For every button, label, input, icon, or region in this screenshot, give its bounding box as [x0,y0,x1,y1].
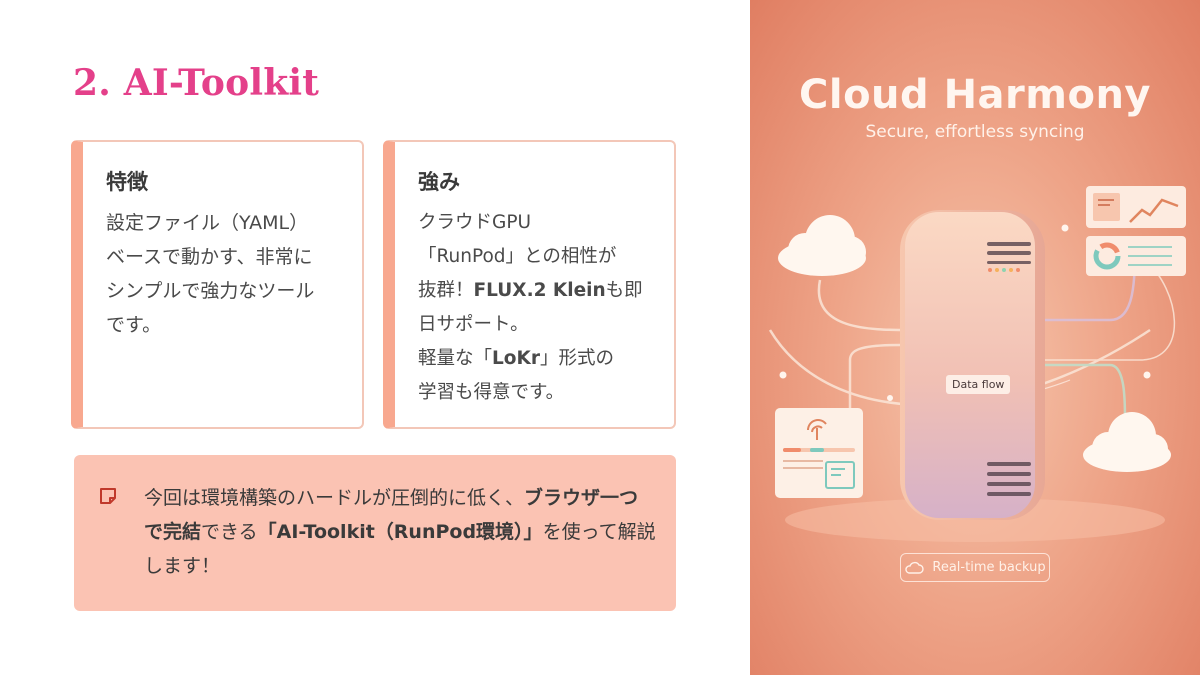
cloud-server-illustration [768,186,1186,542]
illustration-subtitle: Secure, effortless syncing [865,122,1085,142]
illustration-panel: Cloud Harmony Secure, effortless syncing… [750,0,1200,675]
text-run: も即 [605,280,643,301]
cloud-icon [778,215,866,276]
bold-text-run: ブラウザ一つで完結 [144,487,639,543]
text-run: 」形式の [539,348,614,369]
note-text: 今回は環境構築のハードルが圧倒的に低く、ブラウザ一つで完結できる「AI-Tool… [144,481,656,583]
text-run: を使って解説します！ [144,521,656,577]
bold-text-run: LoKr [492,348,540,369]
strength-card: 強み クラウドGPU 「RunPod」との相性が 抜群！FLUX.2 Klein… [383,140,676,429]
bold-text-run: 「AI-Toolkit（RunPod環境）」 [257,521,543,543]
text-run: 抜群！ [418,280,474,301]
illustration-title: Cloud Harmony [799,72,1151,118]
text-run: できる [201,521,258,543]
bold-text-run: FLUX.2 Klein [473,280,606,301]
card-line: 軽量な「LoKr」形式の [418,342,660,376]
card-line: 抜群！FLUX.2 Kleinも即 [418,274,660,308]
card-body: 設定ファイル（YAML） ベースで動かす、非常に シンプルで強力なツール です。 [106,212,315,336]
card-body: クラウドGPU 「RunPod」との相性が 抜群！FLUX.2 Kleinも即 … [418,206,660,410]
data-flow-label: Data flow [946,375,1011,394]
dashboard-card [775,408,863,498]
card-line: クラウドGPU [418,212,532,233]
note-callout: 今回は環境構築のハードルが圧倒的に低く、ブラウザ一つで完結できる「AI-Tool… [74,455,676,611]
cloud-outline-icon [905,561,925,574]
text-run: 今回は環境構築のハードルが圧倒的に低く、 [144,487,525,509]
cloud-icon [1083,412,1171,472]
text-run: 軽量な「 [418,348,493,369]
slide-title: 2. AI-Toolkit [73,62,320,104]
sticky-note-icon [100,488,116,504]
card-heading: 特徴 [106,170,148,194]
backup-label: Real-time backup [932,560,1046,575]
card-line: 学習も得意です。 [418,382,565,403]
card-line: 日サポート。 [418,314,529,335]
feature-card: 特徴 設定ファイル（YAML） ベースで動かす、非常に シンプルで強力なツール … [71,140,364,429]
card-heading: 強み [418,170,460,194]
content-panel: 2. AI-Toolkit 特徴 設定ファイル（YAML） ベースで動かす、非常… [71,62,676,611]
dashboard-card [1086,186,1186,276]
card-line: 「RunPod」との相性が [418,246,617,267]
backup-badge: Real-time backup [900,553,1050,582]
